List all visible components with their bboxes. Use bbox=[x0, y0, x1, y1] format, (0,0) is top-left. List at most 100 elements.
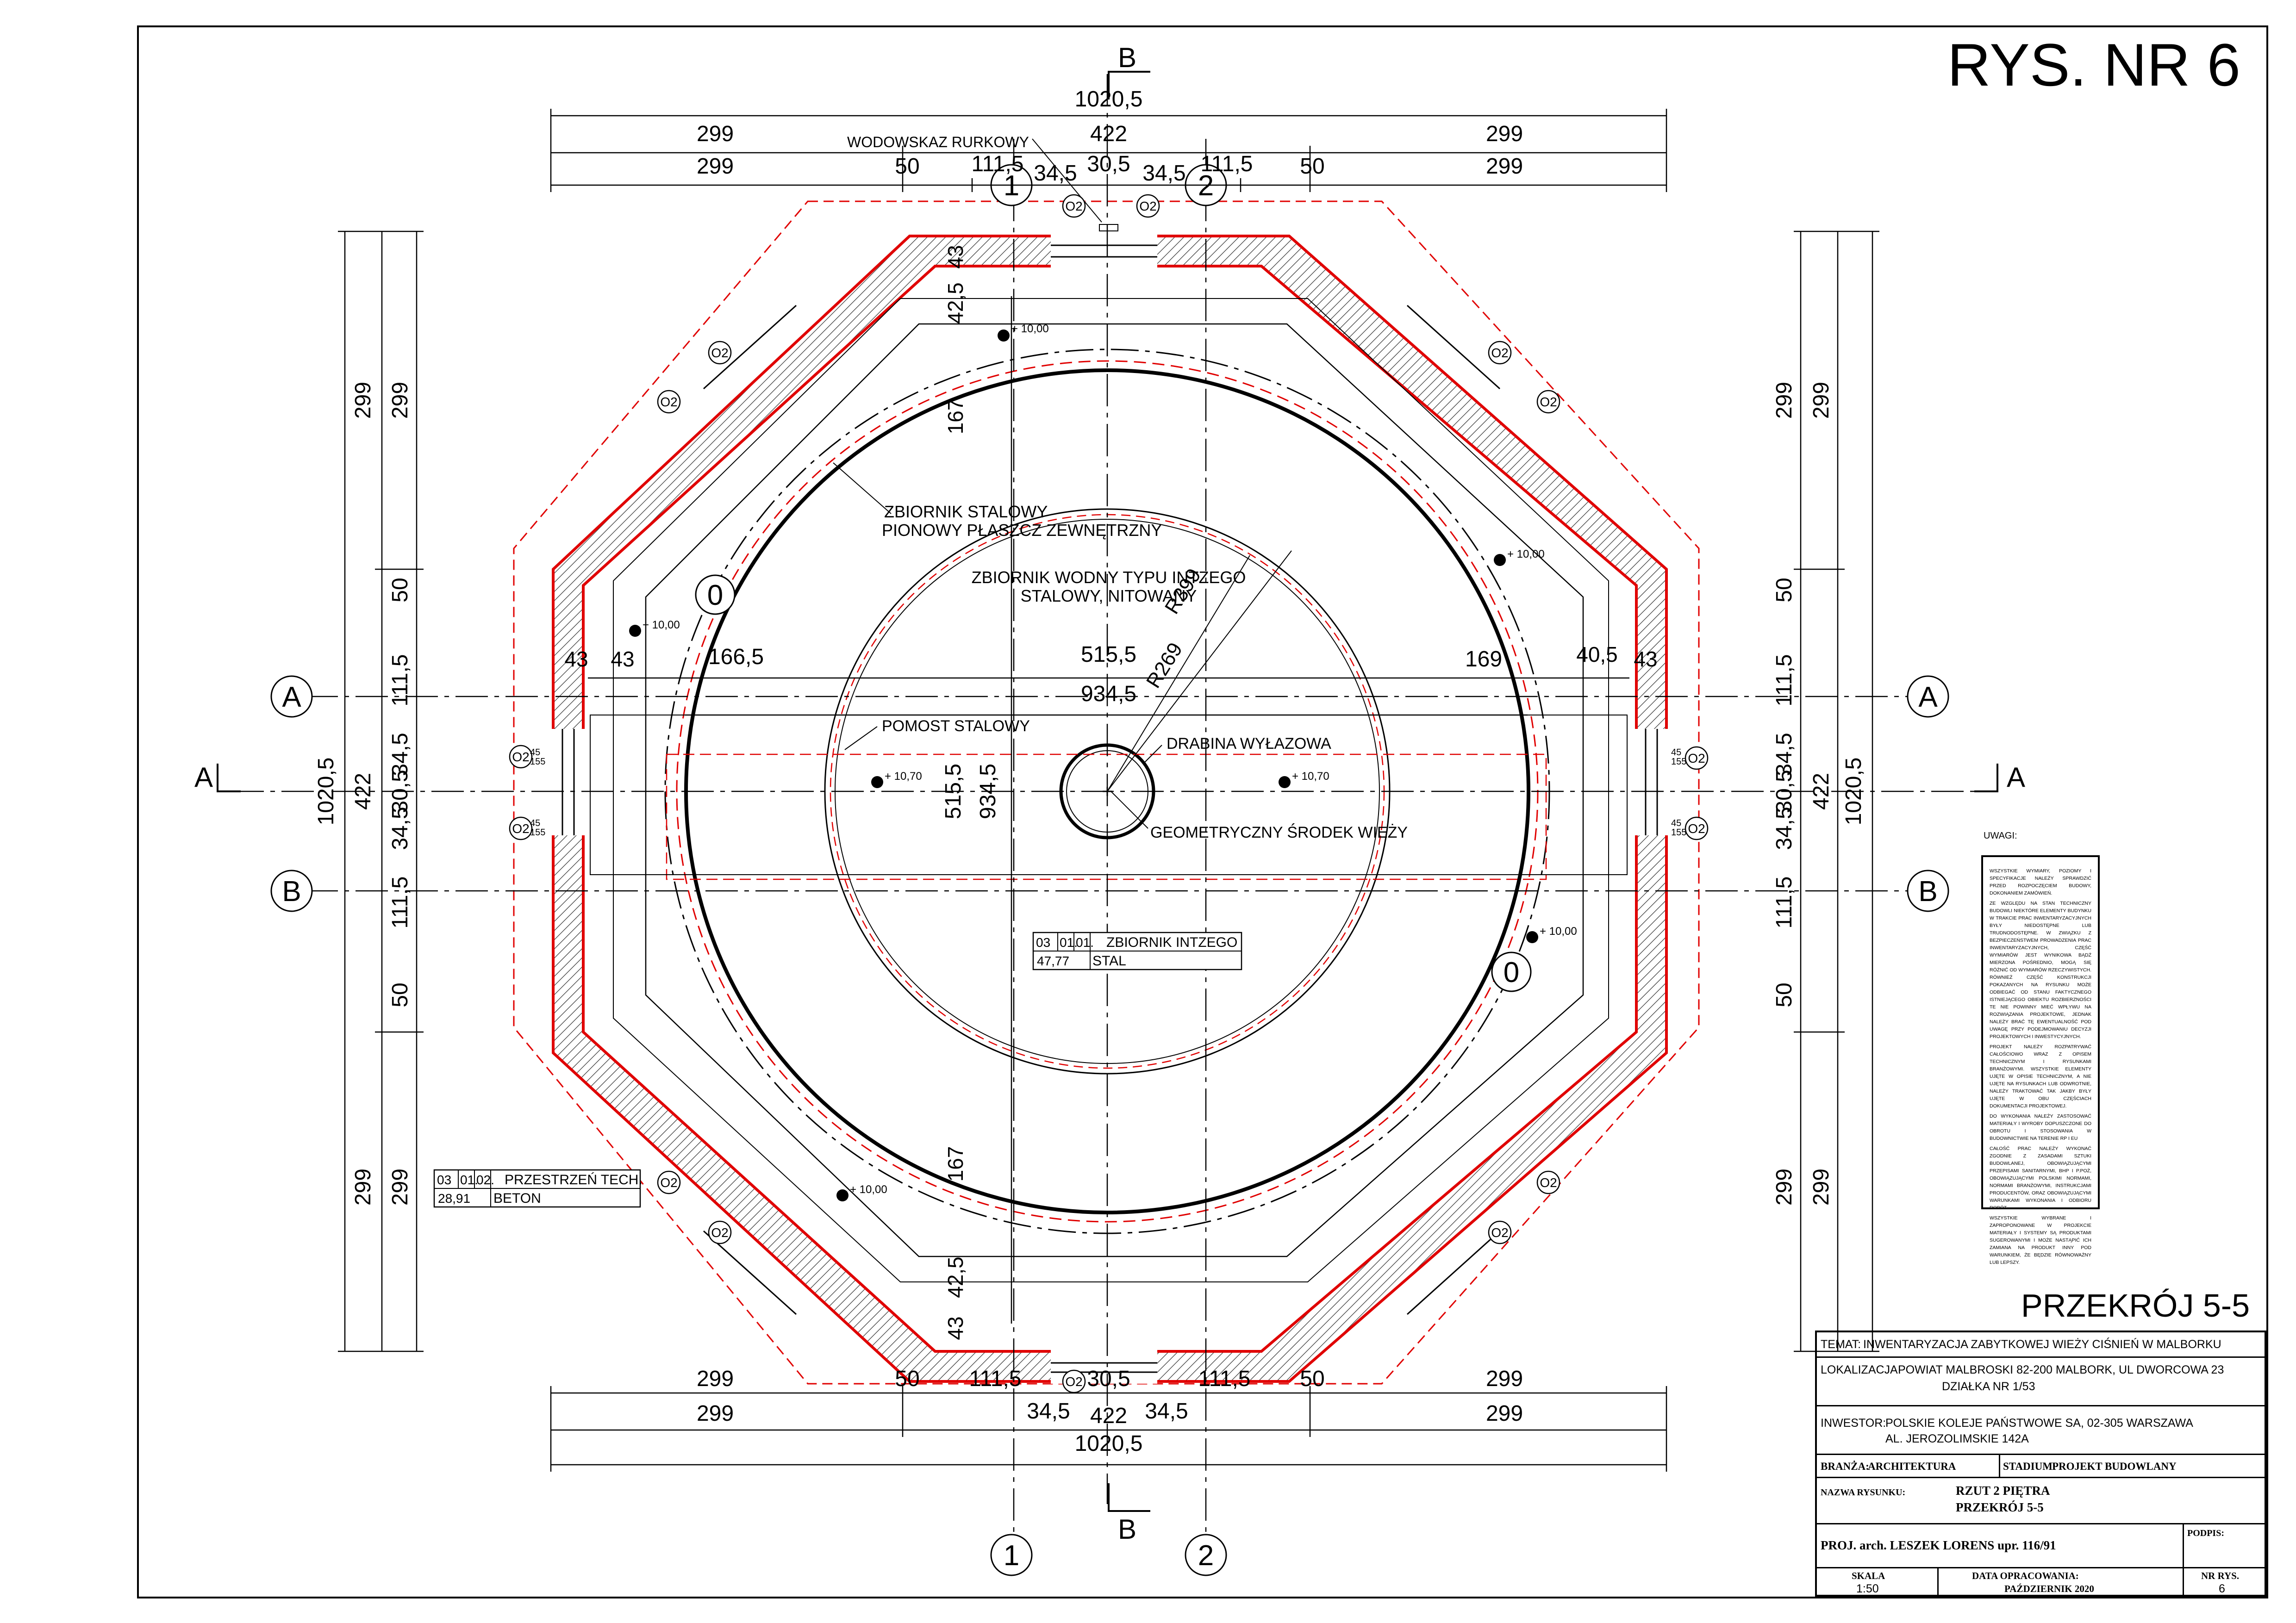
svg-text:03: 03 bbox=[1036, 935, 1050, 950]
svg-text:155: 155 bbox=[530, 827, 545, 838]
svg-text:03: 03 bbox=[437, 1173, 451, 1187]
walkway-outline bbox=[590, 715, 1628, 875]
svg-text:34,5: 34,5 bbox=[388, 733, 412, 776]
label-wodowskaz: WODOWSKAZ RURKOWY bbox=[847, 134, 1029, 150]
svg-text:299: 299 bbox=[351, 382, 375, 419]
svg-text:299: 299 bbox=[697, 154, 734, 179]
callout-labels: WODOWSKAZ RURKOWY ZBIORNIK STALOWY PIONO… bbox=[833, 134, 1408, 841]
svg-text:50: 50 bbox=[1772, 578, 1797, 602]
svg-text:1020,5: 1020,5 bbox=[314, 758, 338, 826]
svg-text:O2: O2 bbox=[1139, 199, 1156, 213]
svg-text:934,5: 934,5 bbox=[1081, 682, 1136, 706]
svg-text:422: 422 bbox=[1090, 122, 1127, 146]
svg-text:299: 299 bbox=[1486, 1401, 1523, 1426]
svg-text:O2: O2 bbox=[1688, 751, 1705, 765]
svg-text:299: 299 bbox=[388, 382, 412, 419]
svg-text:30,5: 30,5 bbox=[1087, 1367, 1130, 1391]
svg-text:30,5: 30,5 bbox=[1772, 770, 1797, 813]
tb-lokalizacja-row: LOKALIZACJA: POWIAT MALBROSKI 82-200 MAL… bbox=[1817, 1358, 2265, 1406]
svg-text:155: 155 bbox=[530, 757, 545, 767]
label-drabina: DRABINA WYŁAZOWA bbox=[1167, 735, 1331, 752]
svg-text:O2: O2 bbox=[1540, 395, 1557, 409]
svg-text:422: 422 bbox=[1090, 1404, 1127, 1428]
svg-text:O2: O2 bbox=[1688, 821, 1705, 836]
label-zbiornik-stalowy-1: ZBIORNIK STALOWY bbox=[884, 502, 1048, 521]
svg-text:167: 167 bbox=[943, 399, 967, 435]
svg-text:30,5: 30,5 bbox=[388, 770, 412, 813]
svg-text:43: 43 bbox=[943, 1316, 967, 1340]
axis-lines bbox=[231, 74, 1990, 1541]
svg-text:50: 50 bbox=[388, 983, 412, 1007]
sheet-border bbox=[137, 25, 2268, 1598]
svg-text:50: 50 bbox=[388, 578, 412, 602]
svg-text:O2: O2 bbox=[1540, 1175, 1557, 1190]
note-item: WSZYSTKIE WYBRANE I ZAPROPONOWANE W PROJ… bbox=[1990, 1215, 2091, 1265]
svg-text:111,5: 111,5 bbox=[1198, 1367, 1251, 1391]
svg-text:O2: O2 bbox=[1491, 346, 1508, 360]
svg-text:169: 169 bbox=[1465, 647, 1502, 672]
svg-text:299: 299 bbox=[1772, 1169, 1797, 1206]
axis-1-top: 1 bbox=[1004, 170, 1019, 202]
note-item: ZE WZGLĘDU NA STAN TECHNICZNY BUDOWLI NI… bbox=[1990, 901, 2091, 1039]
notes-title: UWAGI: bbox=[1984, 831, 2017, 841]
svg-text:O2: O2 bbox=[1065, 199, 1082, 213]
tb-temat-row: TEMAT: INWENTARYZACJA ZABYTKOWEJ WIEŻY C… bbox=[1817, 1332, 2265, 1358]
bottom-dimension-texts: 50 111,5 30,5 111,5 50 299 299 299 34,5 … bbox=[697, 1367, 1523, 1456]
octagon-walls bbox=[513, 200, 1700, 1385]
svg-text:01.: 01. bbox=[1060, 935, 1078, 950]
svg-text:111,5: 111,5 bbox=[1201, 152, 1253, 176]
top-dimension-texts: 1020,5 299 422 299 299 50 111,5 34,5 30,… bbox=[697, 87, 1523, 186]
svg-text:299: 299 bbox=[1772, 382, 1797, 419]
eave-outline bbox=[513, 200, 1700, 1385]
svg-text:515,5: 515,5 bbox=[1081, 642, 1136, 667]
wall-hatch bbox=[552, 235, 1668, 1383]
section-b-bottom: B bbox=[1118, 1514, 1136, 1545]
svg-text:O2: O2 bbox=[711, 346, 728, 360]
label-zbiornik-wodny-1: ZBIORNIK WODNY TYPU INTZEGO bbox=[972, 568, 1246, 587]
svg-text:42,5: 42,5 bbox=[943, 282, 967, 324]
svg-text:40,5: 40,5 bbox=[1576, 642, 1618, 666]
section-title: PRZEKRÓJ 5-5 bbox=[2021, 1287, 2250, 1324]
axis-a-left: A bbox=[282, 681, 301, 713]
svg-text:299: 299 bbox=[388, 1169, 412, 1206]
window-tags: O2 O2 O2 O2 O2 O2 O2 O2 O2 O2 O2 O2 O2 O… bbox=[509, 194, 1709, 1393]
tb-branza-row: BRANŻA: ARCHITEKTURA STADIUM: PROJEKT BU… bbox=[1817, 1455, 2265, 1478]
label-pomost: POMOST STALOWY bbox=[882, 717, 1030, 735]
svg-text:50: 50 bbox=[1300, 1367, 1324, 1391]
room-tag-tech: 03 01. 02. PRZESTRZEŃ TECH. 28,91 BETON bbox=[433, 1169, 643, 1208]
svg-text:166,5: 166,5 bbox=[708, 645, 764, 669]
svg-text:+ 10,70: + 10,70 bbox=[885, 770, 922, 783]
axis-b-right: B bbox=[1918, 876, 1937, 908]
level-markers: + 10,00 + 10,00 + 10,00 + 10,00 + 10,00 … bbox=[629, 323, 1577, 1201]
tb-nazwa-row: NAZWA RYSUNKU: RZUT 2 PIĘTRA PRZEKRÓJ 5-… bbox=[1817, 1478, 2265, 1524]
svg-text:50: 50 bbox=[1772, 983, 1797, 1007]
svg-text:28,91: 28,91 bbox=[438, 1191, 470, 1206]
svg-text:111,5: 111,5 bbox=[1772, 877, 1797, 929]
svg-text:299: 299 bbox=[1486, 154, 1523, 179]
dimension-lines bbox=[338, 109, 1879, 1472]
svg-text:34,5: 34,5 bbox=[1145, 1399, 1188, 1424]
svg-text:43: 43 bbox=[1634, 647, 1657, 671]
svg-text:299: 299 bbox=[697, 122, 734, 146]
section-markers bbox=[217, 71, 1998, 1512]
svg-text:111,5: 111,5 bbox=[388, 877, 412, 929]
inner-platform-outline-2 bbox=[613, 298, 1609, 1282]
svg-text:02.: 02. bbox=[476, 1173, 494, 1187]
inner-dimension-texts: 43 42,5 167 167 42,5 43 43 43 166,5 515,… bbox=[564, 245, 1657, 1340]
section-b-top: B bbox=[1118, 42, 1136, 73]
svg-text:BETON: BETON bbox=[493, 1191, 541, 1206]
svg-text:111,5: 111,5 bbox=[969, 1367, 1022, 1391]
svg-text:34,5: 34,5 bbox=[388, 807, 412, 850]
svg-text:167: 167 bbox=[943, 1146, 967, 1182]
right-dimension-texts: 299 299 50 111,5 34,5 30,5 34,5 111,5 50… bbox=[1772, 382, 1866, 1206]
svg-text:1020,5: 1020,5 bbox=[1841, 758, 1866, 826]
axis-a-right: A bbox=[1918, 681, 1938, 713]
label-zbiornik-stalowy-2: PIONOWY PŁASZCZ ZEWNĘTRZNY bbox=[882, 521, 1162, 540]
radius-r269: R269 bbox=[1142, 639, 1187, 692]
label-srodek: GEOMETRYCZNY ŚRODEK WIEŻY bbox=[1150, 823, 1408, 841]
svg-text:43: 43 bbox=[564, 647, 588, 671]
svg-text:47,77: 47,77 bbox=[1037, 954, 1069, 968]
inner-platform-outline bbox=[645, 323, 1584, 1257]
axis-2-top: 2 bbox=[1198, 170, 1214, 202]
